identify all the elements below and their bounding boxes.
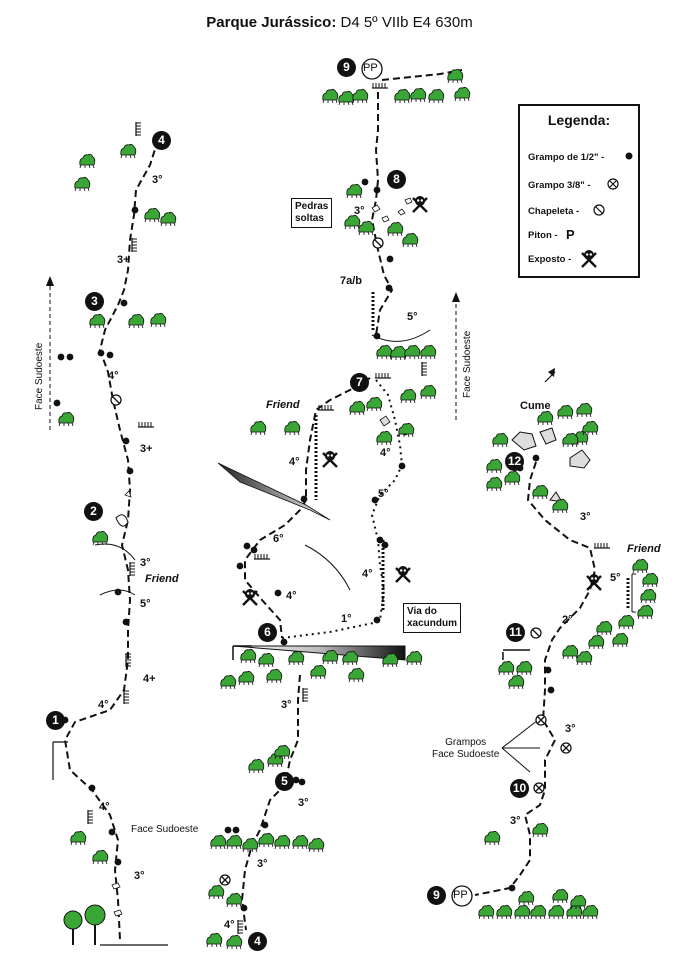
title-separator: : [331,14,337,31]
pitch-9-bottom-marker: 9 [427,886,446,905]
pitch-6-marker: 6 [258,623,277,642]
pitch-1-marker: 1 [46,711,65,730]
pitch-2-marker: 2 [84,502,103,521]
grade-label: 7a/b [340,275,363,287]
legend-item-exposto: Exposto - [528,254,572,265]
route-line-left [63,139,159,941]
legend-item-chapeleta: Chapeleta - [528,206,580,217]
piton-p-icon: P [566,227,575,242]
legend-box: Legenda: Grampo de 1/2" - Grampo 3/8" - … [518,104,640,278]
circle-slash-icon [593,204,605,216]
pedras-soltas-box: Pedras soltas [291,198,333,228]
tree-icon [63,904,106,945]
grampos-face-label: Grampos Face Sudoeste [432,737,500,760]
pitch-11-marker: 11 [506,623,525,642]
grade-label: 5° [140,598,151,610]
grade-label: 3° [257,858,268,870]
grade-label: 3° [565,723,576,735]
grade-label: 3° [281,699,292,711]
page-title: Parque Jurássico: D4 5º VIIb E4 630m [0,14,679,31]
skull-icon [581,250,597,268]
friend-label-left: Friend [145,573,179,585]
grade-label: 3+ [117,254,130,266]
route-line-right [474,461,597,896]
legend-title: Legenda: [547,112,611,128]
grade-label: 3° [580,511,591,523]
pitch-4-marker: 4 [152,131,171,150]
filled-dot-icon [625,152,633,160]
pitch-5-marker: 5 [275,772,294,791]
legend-item-grampo-38: Grampo 3/8" - [528,180,591,191]
cume-label: Cume [520,400,551,412]
grade-label: 3° [134,870,145,882]
grade-label: 1° [341,613,352,625]
route-line-middle [240,69,463,931]
grade-label: 3° [298,797,309,809]
friend-label-middle: Friend [266,399,300,411]
grade-label: 4° [98,699,109,711]
belay-pp-bottom: PP [453,889,468,901]
grade-label: 4° [380,447,391,459]
grade-label: 4° [362,568,373,580]
pitch-3-marker: 3 [85,292,104,311]
grade-label: 3+ [140,443,153,455]
grade-label: 4° [289,456,300,468]
pitch-8-marker: 8 [387,170,406,189]
route-grade: D4 5º VIIb E4 630m [340,14,473,31]
circled-x-icon [607,178,619,190]
face-sudoeste-middle: Face Sudoeste [462,330,473,398]
friend-label-right: Friend [627,543,661,555]
pitch-10-marker: 10 [510,779,529,798]
route-name: Parque Jurássico [206,14,332,31]
pitch-7-marker: 7 [350,373,369,392]
grade-label: 4+ [143,673,156,685]
grade-label: 4° [99,801,110,813]
grade-label: 3° [140,557,151,569]
grade-label: 5° [610,572,621,584]
grade-label: 4° [108,370,119,382]
grade-label: 3° [152,174,163,186]
grade-label: 3° [510,815,521,827]
grade-label: 6° [273,533,284,545]
pitch-9-top-marker: 9 [337,58,356,77]
pitch-4-bottom-marker: 4 [248,932,267,951]
legend-item-piton: Piton - [528,230,558,241]
grade-label: 2° [562,614,573,626]
grade-label: 4° [224,919,235,931]
face-sudoeste-left: Face Sudoeste [34,342,45,410]
pitch-12-marker: 12 [505,452,524,471]
belay-pp-top: PP [363,62,378,74]
grade-label: 5° [407,311,418,323]
legend-item-grampo-half: Grampo de 1/2" - [528,152,605,163]
grade-label: 3° [354,205,365,217]
face-sudoeste-bottom: Face Sudoeste [131,824,199,835]
via-xacundum-box: Via do xacundum [403,603,462,633]
grade-label: 4° [286,590,297,602]
grade-label: 5° [378,488,389,500]
